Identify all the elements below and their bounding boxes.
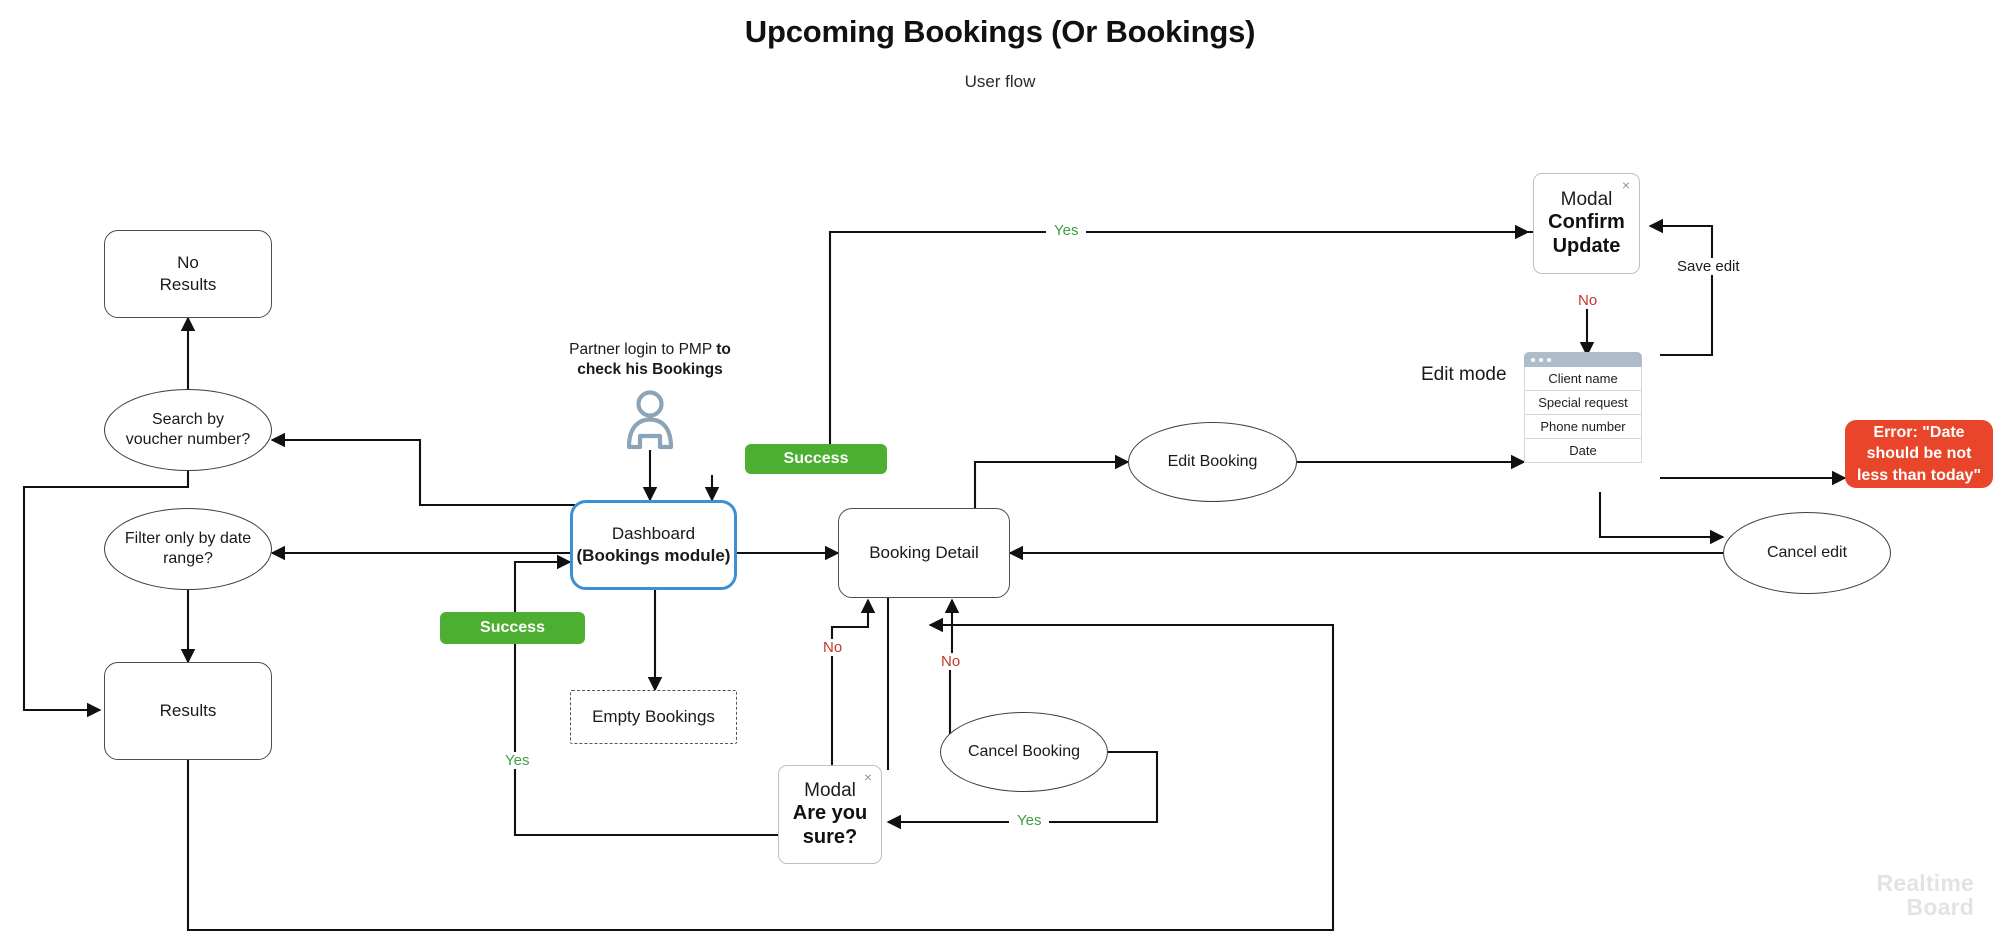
page-title: Upcoming Bookings (Or Bookings) bbox=[744, 14, 1256, 49]
window-dot-2 bbox=[1539, 357, 1543, 362]
node-results[interactable]: Results bbox=[104, 662, 272, 760]
field-phone-number[interactable]: Phone number bbox=[1524, 415, 1642, 439]
node-filter-by-date-range[interactable]: Filter only by date range? bbox=[104, 508, 272, 590]
node-cancel-edit-label: Cancel edit bbox=[1766, 543, 1848, 561]
node-cancel-edit[interactable]: Cancel edit bbox=[1723, 512, 1891, 594]
page-subtitle: User flow bbox=[964, 72, 1036, 91]
actor-caption-line1-bold: to bbox=[716, 341, 731, 358]
modal-confirm-update-kind: Modal bbox=[1560, 188, 1613, 210]
node-cancel-booking-label: Cancel Booking bbox=[967, 742, 1081, 760]
node-booking-detail-label: Booking Detail bbox=[869, 543, 979, 563]
badge-success-left[interactable]: Success bbox=[440, 612, 585, 644]
badge-success-center-label: Success bbox=[783, 449, 849, 467]
node-search-by-voucher-line2: voucher number? bbox=[125, 431, 251, 448]
actor-person-icon bbox=[619, 390, 681, 452]
field-date[interactable]: Date bbox=[1524, 439, 1642, 463]
badge-error-message: Error: "Date should be not less than tod… bbox=[1856, 424, 1982, 484]
node-search-by-voucher[interactable]: Search by voucher number? bbox=[104, 389, 272, 471]
window-dot-3 bbox=[1547, 357, 1551, 362]
badge-error-date-validation: Error: "Date should be not less than tod… bbox=[1845, 420, 1993, 488]
watermark-line1: Realtime bbox=[1876, 869, 1974, 896]
edge-label-yes-top: Yes bbox=[1046, 222, 1087, 239]
actor-caption-line1: Partner login to PMP bbox=[569, 341, 717, 358]
node-empty-bookings-label: Empty Bookings bbox=[592, 707, 715, 727]
node-no-results-line2: Results bbox=[159, 275, 217, 294]
node-booking-detail[interactable]: Booking Detail bbox=[838, 508, 1010, 598]
actor-caption-line2: check his Bookings bbox=[577, 361, 723, 379]
node-filter-by-date-range-line1: Filter only by date bbox=[124, 529, 252, 547]
modal-confirm-update[interactable]: × Modal Confirm Update bbox=[1533, 173, 1640, 274]
edge-label-save-edit: Save edit bbox=[1672, 258, 1745, 275]
window-titlebar bbox=[1524, 352, 1642, 367]
field-special-request[interactable]: Special request bbox=[1524, 391, 1642, 415]
edit-mode-label: Edit mode bbox=[1421, 364, 1507, 385]
node-search-by-voucher-line1: Search by bbox=[151, 410, 225, 428]
realtime-board-watermark: Realtime Board bbox=[1877, 871, 1974, 919]
node-cancel-booking[interactable]: Cancel Booking bbox=[940, 712, 1108, 792]
modal-are-you-sure-kind: Modal bbox=[804, 779, 856, 801]
node-dashboard-line2: (Bookings module) bbox=[576, 546, 731, 565]
edit-mode-window[interactable]: Client name Special request Phone number… bbox=[1524, 352, 1642, 463]
modal-confirm-update-title-line2: Update bbox=[1552, 234, 1621, 257]
node-no-results-line1: No bbox=[177, 253, 199, 273]
window-dot-1 bbox=[1531, 357, 1535, 362]
modal-are-you-sure-title-line2: sure? bbox=[802, 825, 858, 848]
node-edit-booking-label: Edit Booking bbox=[1167, 452, 1258, 470]
node-results-label: Results bbox=[159, 701, 217, 721]
node-dashboard-bookings-module[interactable]: Dashboard (Bookings module) bbox=[570, 500, 737, 590]
edge-label-no-booking-detail-left: No bbox=[818, 639, 848, 656]
watermark-line2: Board bbox=[1906, 893, 1974, 920]
node-empty-bookings[interactable]: Empty Bookings bbox=[570, 690, 737, 744]
modal-are-you-sure[interactable]: × Modal Are you sure? bbox=[778, 765, 882, 864]
edge-label-yes-cancel-booking: Yes bbox=[1009, 812, 1050, 829]
field-client-name[interactable]: Client name bbox=[1524, 367, 1642, 391]
node-edit-booking[interactable]: Edit Booking bbox=[1128, 422, 1297, 502]
node-no-results[interactable]: No Results bbox=[104, 230, 272, 318]
modal-are-you-sure-title-line1: Are you bbox=[792, 802, 868, 825]
node-dashboard-line1: Dashboard bbox=[611, 524, 696, 544]
badge-success-center[interactable]: Success bbox=[745, 444, 887, 474]
edge-label-no-confirm-update: No bbox=[1573, 292, 1603, 309]
modal-are-you-sure-close-icon[interactable]: × bbox=[863, 769, 872, 785]
node-filter-by-date-range-line2: range? bbox=[163, 550, 213, 567]
badge-success-left-label: Success bbox=[480, 618, 545, 636]
modal-confirm-update-title-line1: Confirm bbox=[1548, 211, 1625, 234]
edge-label-yes-bottom-left: Yes bbox=[500, 752, 535, 769]
actor-caption: Partner login to PMP to check his Bookin… bbox=[540, 340, 760, 380]
modal-confirm-update-close-icon[interactable]: × bbox=[1621, 177, 1630, 193]
edge-label-no-booking-detail-right: No bbox=[936, 653, 966, 670]
